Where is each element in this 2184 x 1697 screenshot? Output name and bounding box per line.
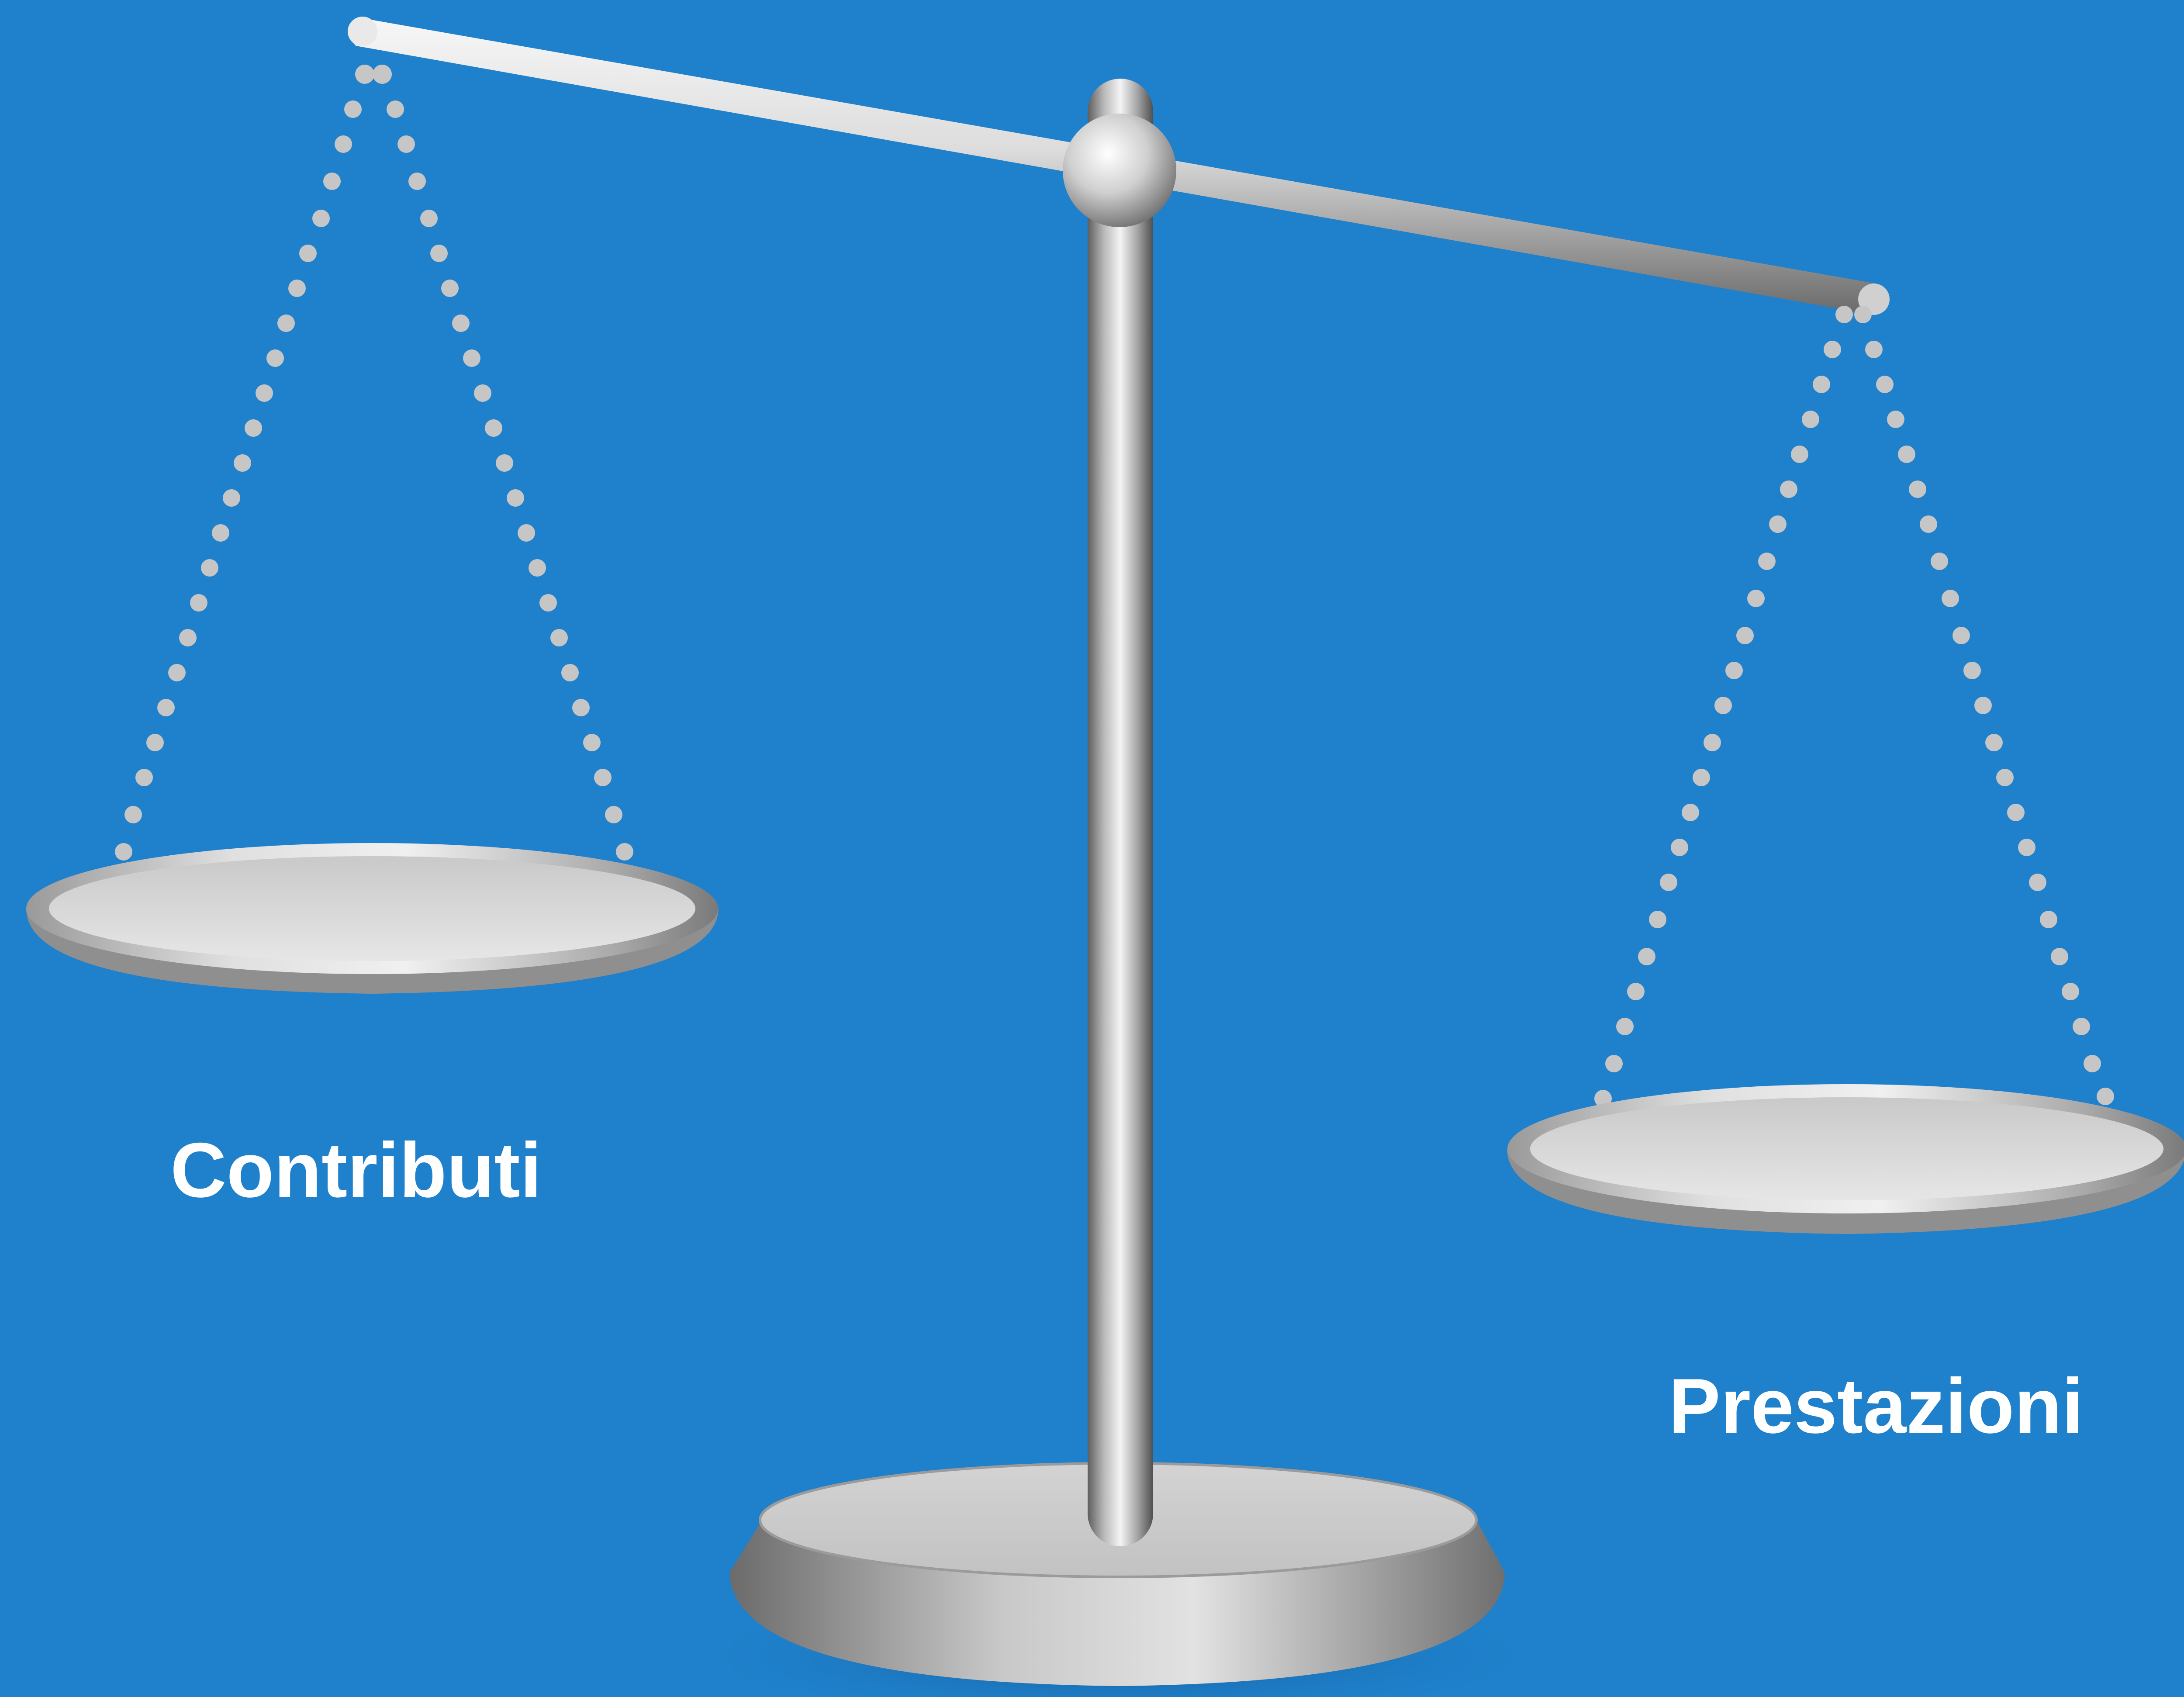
left-chain — [104, 65, 633, 902]
scale-pole — [1088, 79, 1153, 1546]
right-chain — [1583, 306, 2114, 1142]
prestazioni-label: Prestazioni — [1669, 1362, 2084, 1449]
left-pan — [26, 843, 719, 994]
pivot-ball — [1063, 114, 1176, 227]
contributi-label: Contributi — [170, 1127, 542, 1213]
right-pan — [1507, 1084, 2184, 1234]
